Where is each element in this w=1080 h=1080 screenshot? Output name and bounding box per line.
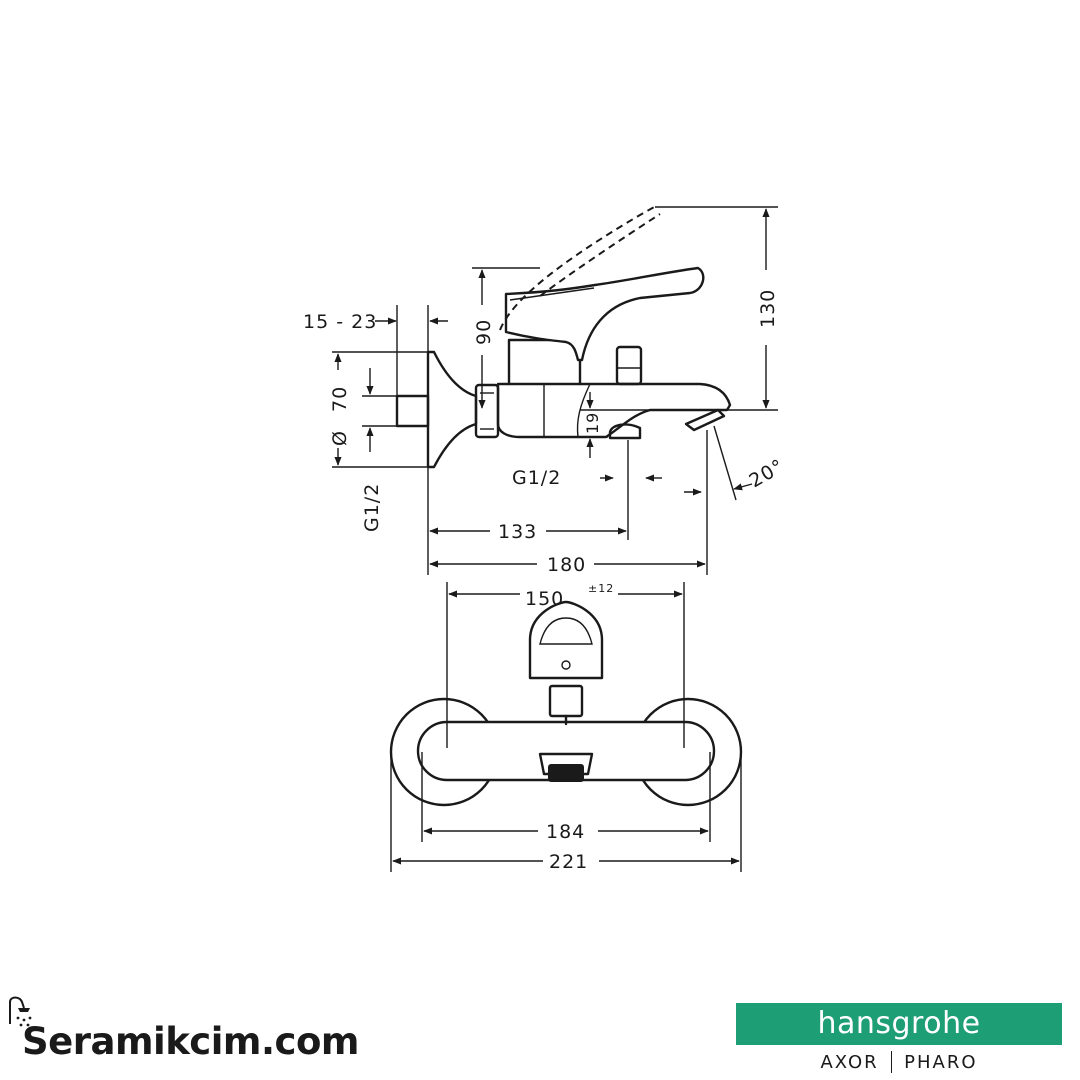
sub-brands: AXOR PHARO [736,1048,1062,1076]
dim-184: 184 [546,821,585,843]
cartridge-housing [507,338,582,386]
mixer-body [496,382,732,439]
dimension-labels: 15 - 23 90 130 70 Ø G1/2 19 G1/2 20° 133… [303,289,788,873]
sub-brand-axor: AXOR [820,1051,879,1073]
front-lever [528,600,604,680]
front-diverter [548,684,584,718]
sub-brand-pharo: PHARO [904,1051,978,1073]
brand-name: hansgrohe [817,1006,981,1041]
dim-70: 70 [329,386,351,412]
dim-g-half-bottom: G1/2 [512,467,561,489]
dim-19: 19 [583,412,602,434]
dim-180: 180 [547,554,586,576]
dim-diameter-symbol: Ø [329,430,351,446]
dim-133: 133 [498,521,537,543]
dim-g-half-left: G1/2 [361,483,383,532]
site-name: Seramikcim.com [22,1020,359,1063]
dim-130: 130 [757,289,779,328]
dim-221: 221 [549,851,588,873]
diverter-button [615,345,643,386]
lever-handle [504,266,705,362]
hansgrohe-logo: hansgrohe [736,1003,1062,1045]
dim-150-tolerance: ±12 [588,582,614,595]
shower-icon [9,996,32,1027]
side-view [332,205,778,575]
dim-90: 90 [473,319,495,345]
dim-15-23: 15 - 23 [303,311,377,333]
lever-open-position [499,205,657,331]
wall-connector [395,394,430,428]
wall-rosette [426,350,478,469]
dim-150: 150 [525,588,564,610]
dim-angle-20: 20° [746,455,789,492]
lever-screw [561,660,571,670]
front-view [389,582,743,872]
sub-brand-separator [890,1051,893,1073]
spout-aerator [684,408,726,432]
